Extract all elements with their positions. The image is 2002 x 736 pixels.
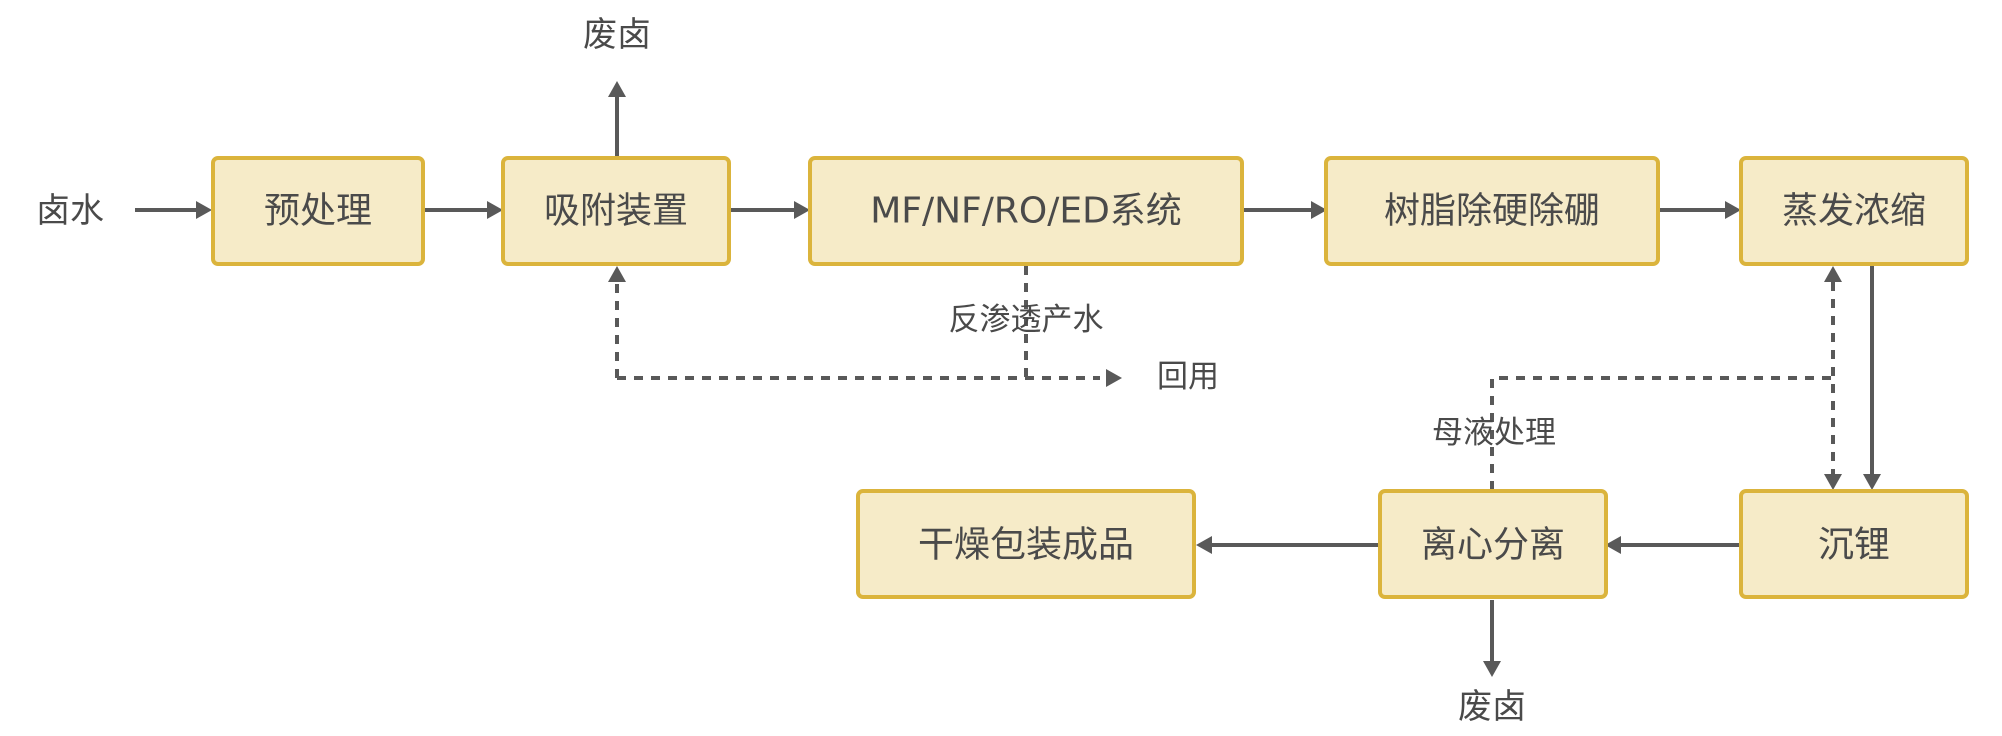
label-brine-input: 卤水 <box>36 191 104 231</box>
arrow-resin-to-evaporation <box>1659 201 1741 219</box>
node-drying-packaging: 干燥包装成品 <box>856 489 1196 599</box>
node-drying-packaging-label: 干燥包装成品 <box>918 525 1134 566</box>
node-membrane-system-label: MF/NF/RO/ED系统 <box>870 191 1182 232</box>
node-lithium-precipitation-label: 沉锂 <box>1818 525 1890 566</box>
node-pretreatment-label: 预处理 <box>264 191 372 232</box>
dashed-ro-reuse-loop <box>608 266 1122 387</box>
arrow-adsorption-to-membrane <box>731 201 810 219</box>
arrow-evaporation-to-lithium <box>1863 266 1881 490</box>
arrow-centrifuge-to-drying <box>1196 536 1379 554</box>
arrow-lithium-to-centrifuge <box>1605 536 1740 554</box>
label-ro-permeate: 反渗透产水 <box>949 302 1104 338</box>
node-resin-label: 树脂除硬除硼 <box>1384 191 1600 232</box>
node-centrifuge: 离心分离 <box>1378 489 1608 599</box>
node-resin: 树脂除硬除硼 <box>1324 156 1660 266</box>
arrow-centrifuge-to-waste-bottom <box>1483 600 1501 677</box>
node-lithium-precipitation: 沉锂 <box>1739 489 1969 599</box>
node-centrifuge-label: 离心分离 <box>1421 525 1565 566</box>
node-evaporation: 蒸发浓缩 <box>1739 156 1969 266</box>
label-mother-liquor: 母液处理 <box>1432 415 1556 451</box>
node-evaporation-label: 蒸发浓缩 <box>1782 191 1926 232</box>
label-reuse: 回用 <box>1157 359 1219 395</box>
arrow-pretreatment-to-adsorption <box>425 201 503 219</box>
label-waste-brine-top: 废卤 <box>583 15 651 55</box>
node-adsorption-label: 吸附装置 <box>544 191 688 232</box>
arrow-adsorption-to-waste-top <box>608 81 626 158</box>
node-membrane-system: MF/NF/RO/ED系统 <box>808 156 1244 266</box>
connectors <box>135 81 1881 677</box>
arrow-brine-to-pretreatment <box>135 201 212 219</box>
node-adsorption: 吸附装置 <box>501 156 731 266</box>
node-pretreatment: 预处理 <box>211 156 425 266</box>
dashed-mother-liquor-loop <box>1490 266 1842 490</box>
label-waste-brine-bottom: 废卤 <box>1458 687 1526 727</box>
arrow-membrane-to-resin <box>1243 201 1327 219</box>
